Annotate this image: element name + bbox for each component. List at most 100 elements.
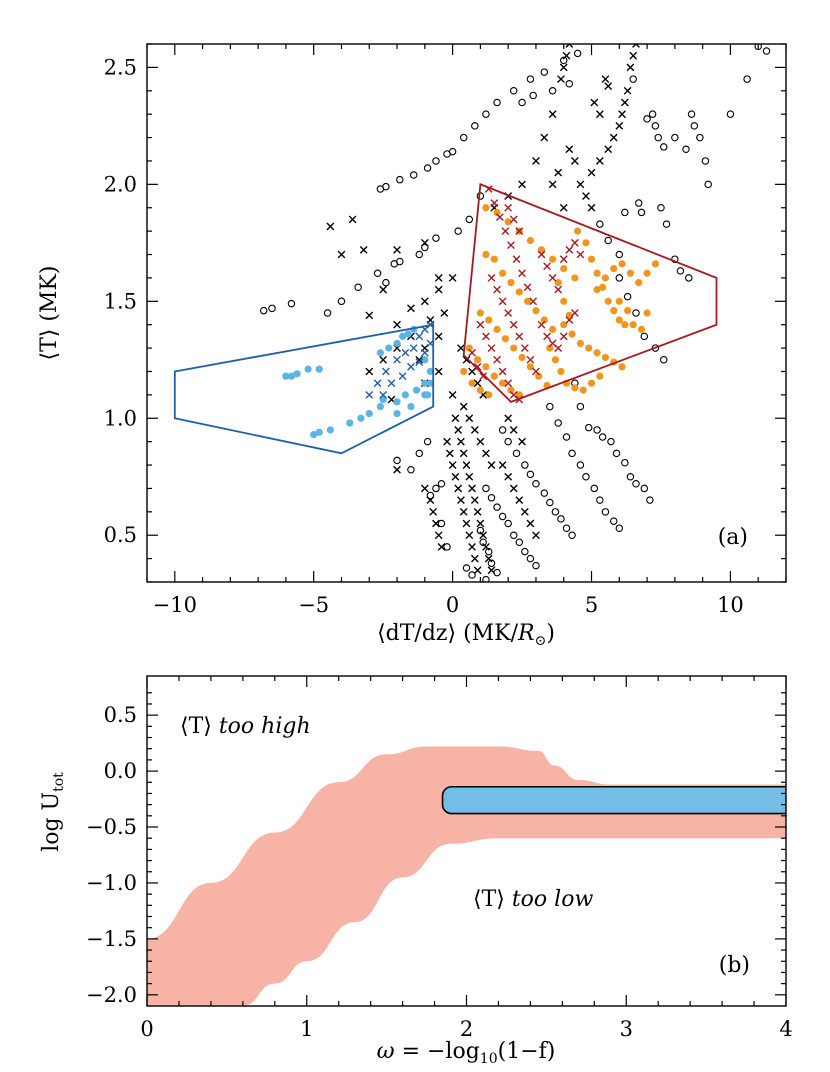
data-point-x	[559, 63, 568, 72]
annotation-too-high: ⟨T⟩ too high	[180, 714, 311, 739]
data-point-x	[468, 484, 476, 493]
data-point-x	[504, 203, 513, 212]
data-point-filled	[393, 409, 401, 418]
data-point-filled	[385, 344, 393, 352]
data-point-filled	[535, 372, 543, 380]
data-point-filled	[537, 246, 546, 254]
data-point-x	[387, 379, 396, 388]
data-point-circle	[654, 133, 662, 142]
data-point-filled	[485, 391, 493, 399]
series-1-x	[326, 44, 640, 575]
data-point-x	[462, 355, 471, 364]
data-point-x	[415, 358, 424, 367]
data-point-circle	[459, 133, 468, 142]
data-point-x	[448, 390, 457, 399]
data-point-filled	[315, 365, 323, 373]
data-point-circle	[462, 564, 471, 572]
data-point-filled	[287, 372, 296, 380]
data-point-filled	[629, 321, 637, 329]
data-point-filled	[587, 255, 596, 263]
x-tick-label: 2	[460, 1017, 473, 1041]
data-point-circle	[415, 449, 424, 458]
data-point-x	[515, 496, 524, 505]
data-point-circle	[551, 508, 560, 516]
data-point-x	[484, 554, 493, 563]
panel-b-tag: (b)	[719, 953, 750, 978]
x-tick-label: −5	[298, 593, 329, 617]
data-point-circle	[601, 508, 610, 516]
data-point-x	[618, 110, 626, 119]
x-tick-label: 0	[446, 593, 459, 617]
data-point-x	[420, 297, 429, 306]
data-point-circle	[568, 531, 576, 539]
data-point-x	[537, 250, 546, 259]
data-point-x	[459, 507, 468, 516]
data-point-circle	[754, 44, 762, 51]
x-tick-label: 5	[585, 593, 598, 617]
data-point-x	[393, 355, 401, 364]
data-point-filled	[587, 379, 596, 387]
data-point-circle	[421, 243, 429, 252]
data-point-x	[523, 283, 532, 292]
data-point-circle	[518, 98, 526, 107]
data-point-circle	[554, 419, 562, 427]
data-point-circle	[504, 519, 512, 528]
data-point-x	[557, 75, 565, 83]
y-tick-label: −1.0	[86, 871, 137, 895]
x-tick-label: 0	[140, 1017, 153, 1041]
data-point-x	[615, 121, 624, 130]
data-point-x	[570, 238, 579, 247]
data-point-circle	[540, 68, 549, 76]
data-point-circle	[465, 215, 474, 224]
data-point-filled	[393, 339, 401, 348]
data-point-filled	[404, 330, 412, 338]
data-point-x	[565, 245, 574, 254]
x-tick-label: −10	[153, 593, 197, 617]
y-tick-label: 0.0	[104, 759, 137, 783]
data-point-circle	[546, 402, 554, 411]
data-point-circle	[482, 110, 490, 118]
data-point-x	[582, 192, 590, 200]
data-point-circle	[632, 309, 640, 317]
data-point-filled	[376, 349, 384, 357]
data-point-filled	[426, 379, 434, 387]
data-point-filled	[626, 269, 635, 277]
data-point-x	[587, 203, 596, 212]
data-point-filled	[493, 208, 501, 217]
data-point-filled	[293, 370, 301, 378]
data-point-x	[420, 348, 429, 357]
data-point-x	[468, 348, 476, 357]
data-point-x	[407, 304, 415, 313]
data-point-x	[409, 344, 418, 352]
data-point-circle	[646, 496, 654, 504]
data-point-filled	[593, 269, 601, 277]
data-point-filled	[282, 372, 290, 380]
data-point-circle	[685, 274, 693, 282]
data-point-x	[518, 180, 526, 189]
data-point-x	[554, 285, 563, 294]
data-point-x	[626, 63, 635, 72]
data-point-circle	[546, 498, 554, 507]
data-point-circle	[762, 47, 771, 55]
data-point-circle	[598, 433, 607, 441]
data-point-filled	[651, 260, 660, 268]
data-point-circle	[396, 175, 404, 184]
data-point-x	[632, 44, 640, 48]
data-point-filled	[643, 269, 651, 277]
data-point-filled	[421, 391, 429, 399]
data-point-filled	[399, 332, 407, 340]
data-point-x	[365, 390, 374, 399]
data-point-filled	[540, 316, 548, 324]
data-point-filled	[546, 344, 554, 352]
data-point-filled	[571, 274, 579, 282]
data-point-circle	[593, 426, 601, 434]
data-point-x	[470, 426, 479, 434]
data-point-circle	[559, 56, 568, 65]
data-point-filled	[635, 278, 643, 287]
data-point-x	[629, 51, 638, 60]
data-point-circle	[682, 145, 690, 154]
data-point-filled	[604, 297, 612, 305]
data-point-x	[554, 344, 563, 352]
